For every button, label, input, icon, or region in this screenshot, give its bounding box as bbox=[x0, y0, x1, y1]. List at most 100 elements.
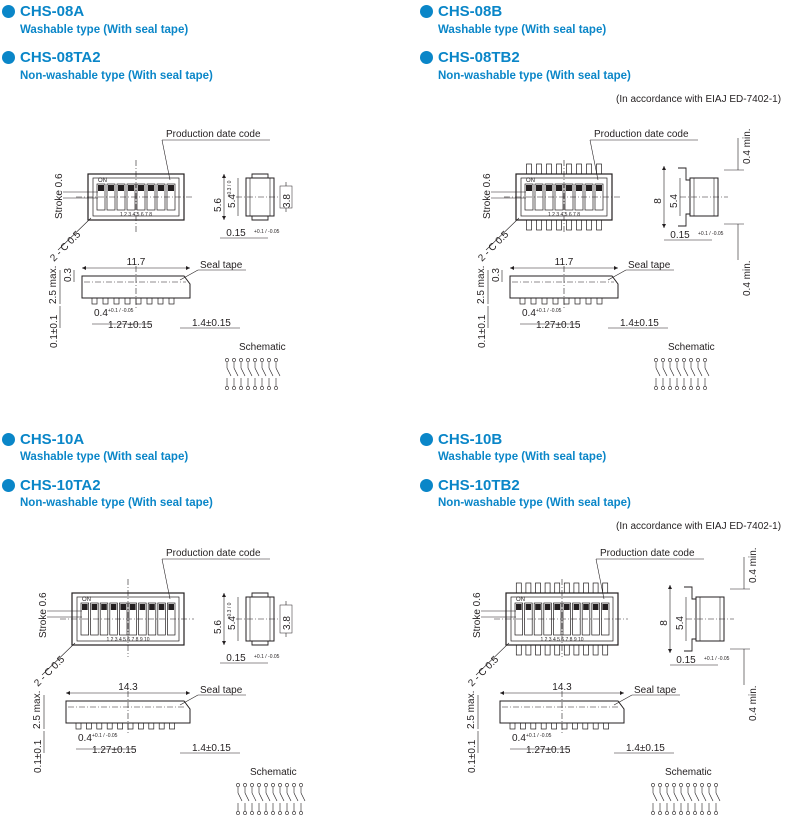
pin-top bbox=[573, 582, 580, 594]
pin-bottom bbox=[566, 219, 572, 231]
side-pin bbox=[582, 722, 589, 730]
dim-pinw-label: 0.4 bbox=[78, 733, 92, 744]
schematic-terminal bbox=[651, 783, 655, 787]
on-label: ON bbox=[516, 597, 525, 603]
pin-bottom bbox=[586, 219, 592, 231]
schematic-terminal bbox=[675, 358, 679, 362]
side-pin bbox=[102, 297, 109, 305]
stroke-label: Stroke 0.6 bbox=[472, 592, 483, 638]
schematic-terminal bbox=[232, 358, 236, 362]
dim-length-label: 11.7 bbox=[127, 257, 146, 268]
schematic-terminal bbox=[271, 811, 275, 815]
schematic-switch bbox=[655, 367, 661, 377]
schematic-terminal bbox=[707, 783, 711, 787]
bullet-icon bbox=[2, 479, 15, 492]
arrowhead bbox=[186, 266, 190, 270]
schematic-terminal bbox=[250, 783, 254, 787]
pin-top bbox=[596, 163, 602, 175]
schematic-label: Schematic bbox=[250, 767, 297, 778]
model-subtitle: Non-washable type (With seal tape) bbox=[20, 70, 213, 82]
dim-015-label: 0.15 bbox=[676, 655, 696, 666]
seal-tape-label: Seal tape bbox=[200, 260, 243, 271]
schematic-terminal bbox=[707, 811, 711, 815]
schematic-terminal bbox=[257, 783, 261, 787]
dim-min-label: 0.4 min. bbox=[742, 260, 753, 296]
schematic-switch bbox=[279, 792, 285, 802]
schematic-switch bbox=[662, 367, 668, 377]
schematic-terminal bbox=[246, 386, 250, 390]
schematic-terminal bbox=[693, 811, 697, 815]
schematic-terminal bbox=[672, 783, 676, 787]
switch-actuator bbox=[592, 604, 599, 610]
side-pin bbox=[124, 297, 131, 305]
dim-56-label: 5.6 bbox=[213, 620, 224, 634]
switch-slot bbox=[96, 183, 106, 211]
dim-end-label: 1.4±0.15 bbox=[626, 743, 665, 754]
schematic-terminal bbox=[686, 783, 690, 787]
schematic-switch bbox=[687, 792, 693, 802]
pin-top bbox=[525, 582, 532, 594]
bullet-icon bbox=[420, 479, 433, 492]
model-subtitle: Non-washable type (With seal tape) bbox=[438, 70, 631, 82]
arrowhead bbox=[222, 641, 226, 645]
side-pin bbox=[117, 722, 123, 730]
schematic-switch bbox=[690, 367, 696, 377]
dim-01-label: 0.1±0.1 bbox=[467, 739, 478, 773]
side-pin bbox=[540, 722, 547, 730]
side-view-body bbox=[509, 275, 619, 299]
panel-chs-08a: CHS-08A Washable type (With seal tape) C… bbox=[0, 0, 399, 418]
schematic-terminal bbox=[689, 386, 693, 390]
chamfer-label: 2 - C 0.5 bbox=[48, 229, 83, 264]
switch-actuator bbox=[128, 185, 134, 191]
switch-actuator bbox=[158, 185, 164, 191]
pin-bottom bbox=[554, 644, 561, 656]
arrowhead bbox=[66, 691, 70, 695]
dim-38-label: 3.8 bbox=[282, 616, 293, 630]
schematic-terminal bbox=[696, 358, 700, 362]
pin-top bbox=[586, 163, 592, 175]
switch-actuator bbox=[535, 604, 541, 610]
schematic-terminal bbox=[246, 358, 250, 362]
model-subtitle: Non-washable type (With seal tape) bbox=[438, 497, 631, 509]
schematic-terminal bbox=[285, 783, 289, 787]
switch-actuator bbox=[108, 185, 114, 191]
side-pin bbox=[596, 297, 603, 305]
panel-chs-10a: CHS-10A Washable type (With seal tape) C… bbox=[0, 430, 399, 837]
arrowhead bbox=[662, 224, 666, 228]
lead-bottom bbox=[251, 216, 269, 221]
side-pin bbox=[169, 722, 175, 730]
switch-actuator bbox=[138, 185, 144, 191]
dim-015-tol: +0.1 / -0.05 bbox=[254, 229, 280, 235]
side-pin bbox=[520, 722, 526, 730]
dim-end-label: 1.4±0.15 bbox=[192, 743, 231, 754]
pin-bottom bbox=[602, 644, 609, 656]
dim-end-label: 1.4±0.15 bbox=[620, 318, 659, 329]
schematic-terminal bbox=[299, 783, 303, 787]
schematic-switch bbox=[673, 792, 679, 802]
pin-top bbox=[556, 163, 562, 175]
pin-top bbox=[544, 582, 551, 594]
switch-slot bbox=[514, 602, 523, 636]
schematic-switch bbox=[694, 792, 700, 802]
side-pin bbox=[530, 297, 537, 305]
side-pin bbox=[552, 297, 559, 305]
schematic-terminal bbox=[292, 811, 296, 815]
schematic-switch bbox=[652, 792, 658, 802]
prod-code-leader bbox=[161, 139, 171, 181]
dim-height-label: 2.5 max. bbox=[32, 691, 43, 729]
bullet-icon bbox=[2, 5, 15, 18]
side-pin bbox=[91, 297, 98, 305]
schematic-switch bbox=[226, 367, 232, 377]
pin-bottom bbox=[544, 644, 551, 656]
chamfer-leader bbox=[475, 642, 510, 676]
switch-actuator bbox=[168, 604, 174, 610]
schematic-switch bbox=[708, 792, 714, 802]
switch-actuator bbox=[566, 185, 572, 191]
switch-actuator bbox=[139, 604, 146, 610]
side-view-body bbox=[81, 275, 191, 299]
switch-actuator bbox=[602, 604, 608, 610]
switch-slot bbox=[80, 602, 89, 636]
schematic-terminal bbox=[689, 358, 693, 362]
seal-tape-leader bbox=[613, 694, 633, 706]
